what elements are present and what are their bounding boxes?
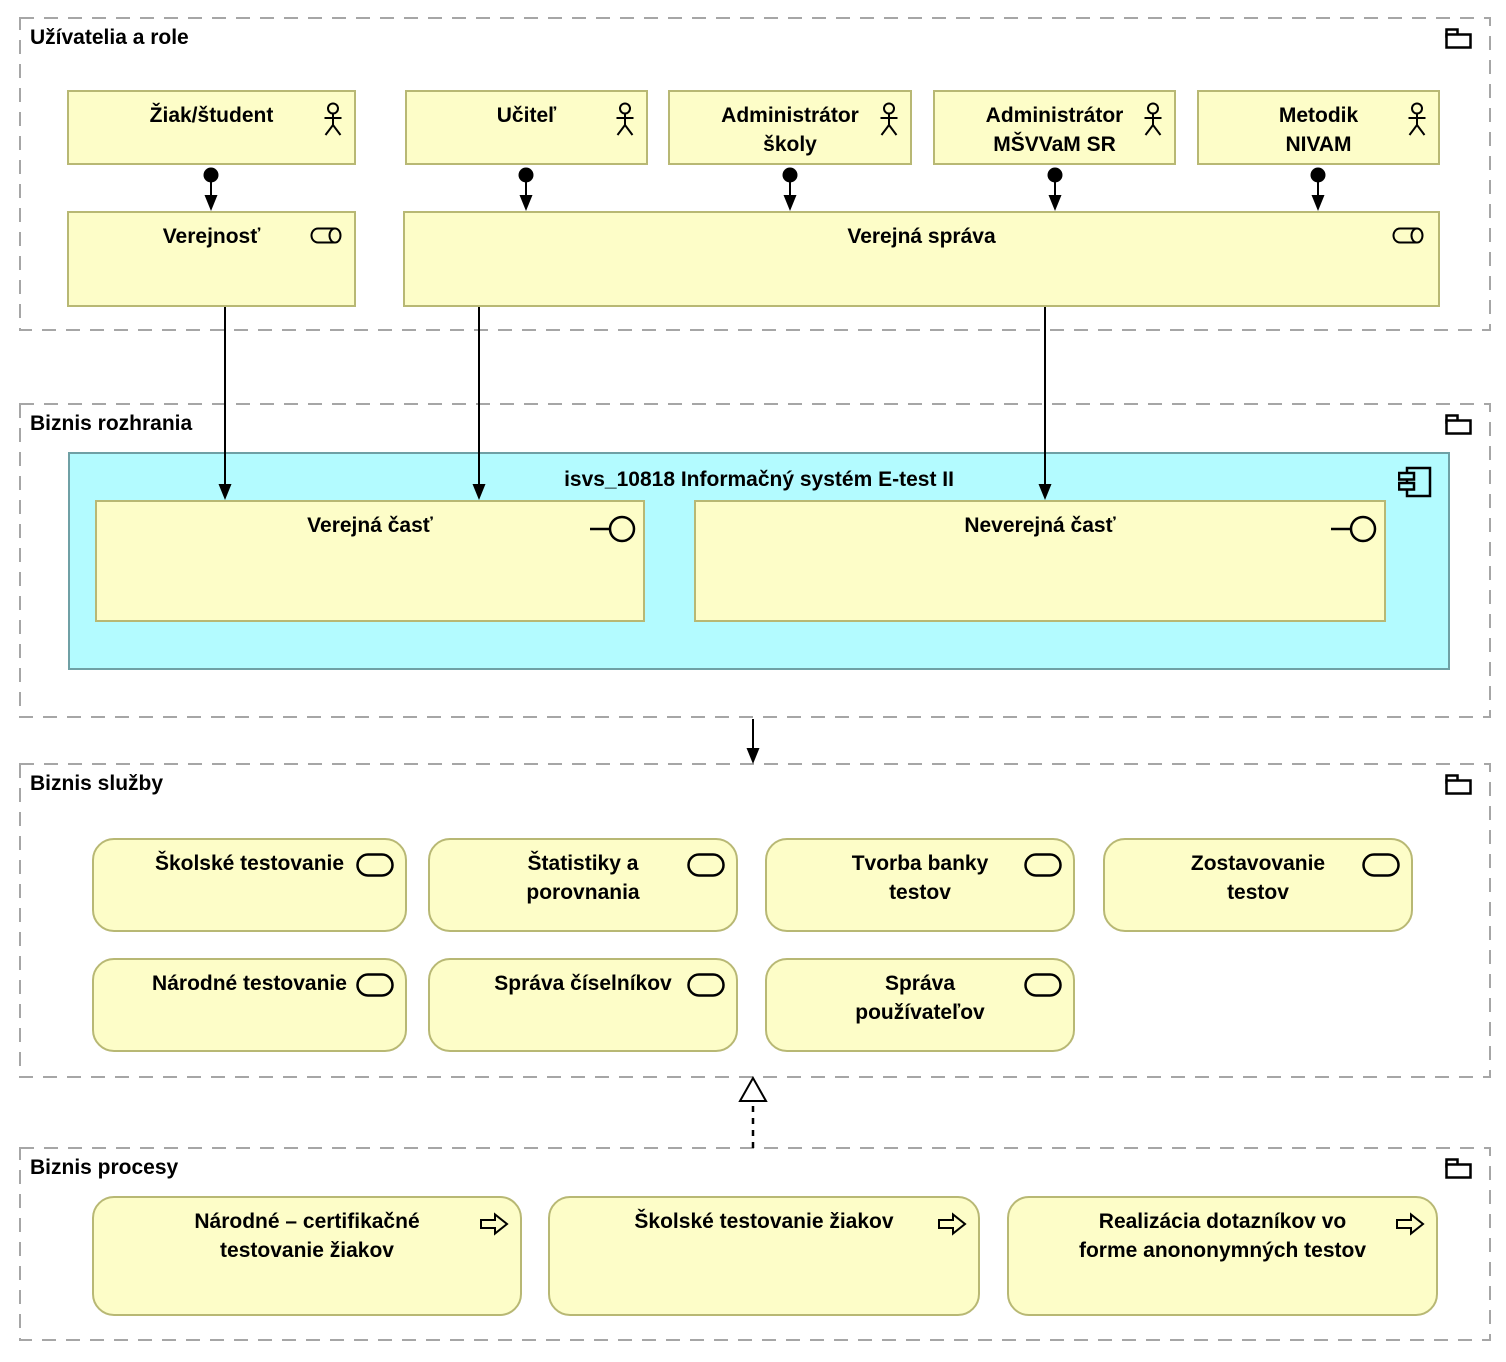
service-icon — [687, 853, 725, 877]
actor-label: Administrátor školy — [721, 104, 859, 156]
actor-administrator-msvvam-sr: Administrátor MŠVVaM SR — [933, 90, 1176, 165]
service-icon — [1362, 853, 1400, 877]
arrow-rozhrania-to-sluzby — [746, 719, 760, 764]
service-statistiky-a-porovnania: Štatistiky a porovnania — [428, 838, 738, 932]
role-verejnost: Verejnosť — [67, 211, 356, 307]
folder-icon — [1445, 1158, 1472, 1179]
folder-icon — [1445, 414, 1472, 435]
system-label: isvs_10818 Informačný systém E-test II — [564, 468, 954, 491]
actor-icon — [878, 102, 900, 138]
actor-label: Metodik NIVAM — [1278, 104, 1359, 156]
actor-label: Žiak/študent — [149, 104, 274, 127]
group-title: Biznis služby — [30, 772, 164, 795]
service-icon — [356, 853, 394, 877]
actor-ucitel: Učiteľ — [405, 90, 648, 165]
process-skolske-testovanie-ziakov: Školské testovanie žiakov — [548, 1196, 980, 1316]
group-title: Užívatelia a role — [30, 26, 189, 49]
process-icon — [479, 1212, 509, 1236]
process-icon — [1395, 1212, 1425, 1236]
service-sprava-ciselnikov: Správa číselníkov — [428, 958, 738, 1052]
group-title: Biznis procesy — [30, 1156, 179, 1179]
actor-icon — [1406, 102, 1428, 138]
group-title: Biznis rozhrania — [30, 412, 193, 435]
service-icon — [1024, 853, 1062, 877]
actor-label: Učiteľ — [496, 104, 557, 127]
process-realizacia-dotaznikov: Realizácia dotazníkov vo forme anononymn… — [1007, 1196, 1438, 1316]
service-sprava-pouzivatelov: Správa používateľov — [765, 958, 1075, 1052]
interface-lollipop-icon — [1330, 515, 1378, 543]
actor-label: Administrátor MŠVVaM SR — [985, 104, 1124, 156]
role-label: Verejná správa — [847, 225, 996, 248]
role-icon — [310, 227, 342, 244]
process-narodne-certifikacne-testovanie: Národné – certifikačné testovanie žiakov — [92, 1196, 522, 1316]
service-icon — [1024, 973, 1062, 997]
interface-label: Verejná časť — [307, 514, 433, 537]
component-icon — [1397, 466, 1432, 498]
role-icon — [1392, 227, 1424, 244]
actor-icon — [1142, 102, 1164, 138]
process-label: Realizácia dotazníkov vo forme anononymn… — [1078, 1210, 1367, 1262]
process-icon — [937, 1212, 967, 1236]
process-label: Školské testovanie žiakov — [634, 1210, 894, 1233]
interface-verejna-cast: Verejná časť — [95, 500, 645, 622]
actor-icon — [322, 102, 344, 138]
interface-neverejna-cast: Neverejná časť — [694, 500, 1386, 622]
folder-icon — [1445, 774, 1472, 795]
service-zostavovanie-testov: Zostavovanie testov — [1103, 838, 1413, 932]
service-icon — [687, 973, 725, 997]
role-verejna-sprava: Verejná správa — [403, 211, 1440, 307]
service-icon — [356, 973, 394, 997]
actor-metodik-nivam: Metodik NIVAM — [1197, 90, 1440, 165]
service-narodne-testovanie: Národné testovanie — [92, 958, 407, 1052]
interface-label: Neverejná časť — [964, 514, 1116, 537]
process-label: Národné – certifikačné testovanie žiakov — [194, 1210, 420, 1262]
actor-icon — [614, 102, 636, 138]
interface-lollipop-icon — [589, 515, 637, 543]
realization-procesy-to-sluzby — [738, 1075, 768, 1148]
folder-icon — [1445, 28, 1472, 49]
service-tvorba-banky-testov: Tvorba banky testov — [765, 838, 1075, 932]
actor-ziak-student: Žiak/študent — [67, 90, 356, 165]
actor-administrator-skoly: Administrátor školy — [668, 90, 912, 165]
service-skolske-testovanie: Školské testovanie — [92, 838, 407, 932]
